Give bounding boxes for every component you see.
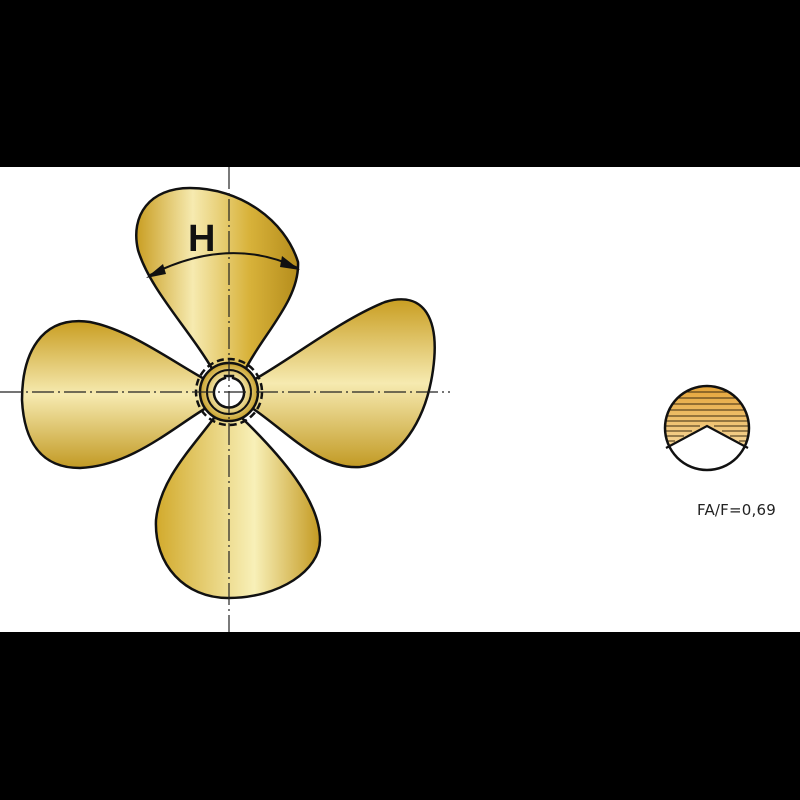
- blade-area-ratio-label: FA/F=0,69: [697, 501, 776, 519]
- blade-left: [20, 319, 208, 470]
- blade-bottom: [154, 416, 322, 600]
- center-lines: [0, 167, 450, 632]
- arrow-left-icon: [146, 264, 166, 278]
- blade-right: [248, 298, 436, 469]
- pitch-label: H: [188, 218, 216, 260]
- blade-section-icon: [663, 384, 751, 472]
- arrow-right-icon: [280, 256, 300, 270]
- blade-top: [135, 186, 300, 374]
